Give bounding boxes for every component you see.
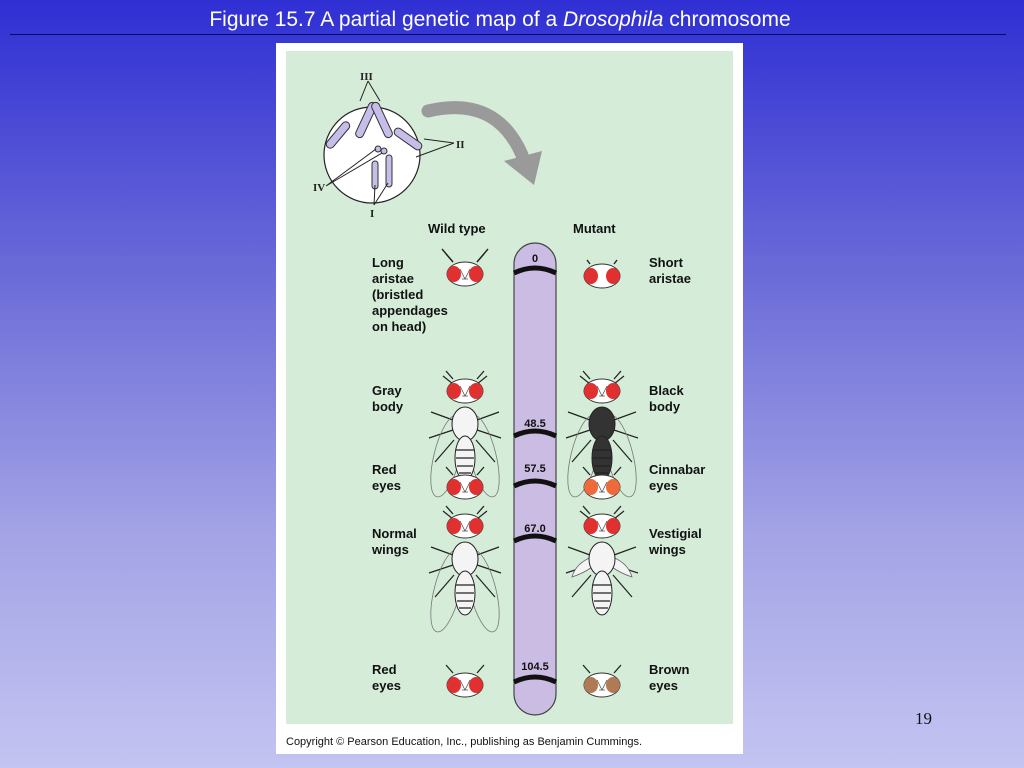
fly-head-brown-eyes <box>582 664 622 698</box>
title-rule <box>10 34 1006 35</box>
mutant-label-eyes-cinnabar: Cinnabar eyes <box>649 462 709 493</box>
karyotype-inset: III II IV I <box>313 71 465 220</box>
title-suffix: chromosome <box>663 8 791 31</box>
label-chromosome-iv: IV <box>313 182 325 194</box>
label-chromosome-i: I <box>370 208 374 220</box>
karyotype-circle <box>323 106 421 204</box>
genetic-map-figure: III II IV I Wild type Mutant 0 48.5 57.5… <box>286 51 733 748</box>
title-prefix: Figure 15.7 A partial genetic map of a <box>209 8 564 31</box>
locus-48-5: 48.5 <box>524 418 545 430</box>
chromosome-iv-a <box>374 145 382 153</box>
mutant-label-wings: Vestigial wings <box>648 526 705 557</box>
fly-black-body <box>560 370 644 501</box>
header-wild-type: Wild type <box>428 221 486 236</box>
slide-title: Figure 15.7 A partial genetic map of a D… <box>0 8 1000 32</box>
label-chromosome-ii: II <box>456 139 465 151</box>
header-mutant: Mutant <box>573 221 616 236</box>
chromosome-ii-a <box>325 121 351 149</box>
mutant-label-aristae: Short aristae <box>649 255 691 286</box>
arrow-icon <box>421 101 542 185</box>
chromosome-iv-b <box>380 147 388 155</box>
copyright-notice: Copyright © Pearson Education, Inc., pub… <box>286 736 642 748</box>
locus-0: 0 <box>532 253 538 265</box>
locus-57-5: 57.5 <box>524 463 545 475</box>
fly-head-red-eyes <box>445 466 485 500</box>
wild-label-body: Gray body <box>372 383 405 414</box>
title-italic: Drosophila <box>563 8 664 31</box>
mutant-label-eyes-brown: Brown eyes <box>649 662 693 693</box>
wild-label-eyes-red-2: Red eyes <box>372 662 401 693</box>
page-number: 19 <box>915 709 932 728</box>
wild-label-eyes-red: Red eyes <box>372 462 401 493</box>
chromosome-iii-b <box>371 101 393 139</box>
locus-104-5: 104.5 <box>521 661 549 673</box>
fly-head-red-eyes-2 <box>445 664 485 698</box>
mutant-label-body: Black body <box>649 383 687 414</box>
wild-label-aristae: Long aristae (bristled appendages on hea… <box>372 255 451 334</box>
figure-panel: III II IV I Wild type Mutant 0 48.5 57.5… <box>276 43 743 754</box>
wild-label-wings: Normal wings <box>371 526 420 557</box>
fly-normal-wings <box>423 505 507 636</box>
chromosome-ii-b <box>393 127 423 151</box>
locus-67-0: 67.0 <box>524 523 545 535</box>
fly-head-short-aristae <box>583 259 621 289</box>
label-chromosome-iii: III <box>360 71 373 83</box>
fly-head-long-aristae <box>441 248 489 287</box>
chromosome-map: 0 48.5 57.5 67.0 104.5 <box>512 242 558 716</box>
fly-vestigial-wings <box>565 505 639 616</box>
fly-gray-body <box>423 370 507 501</box>
chromosome-i-a <box>371 160 379 190</box>
chromosome-i-b <box>385 154 393 188</box>
fly-head-cinnabar-eyes <box>582 466 622 500</box>
